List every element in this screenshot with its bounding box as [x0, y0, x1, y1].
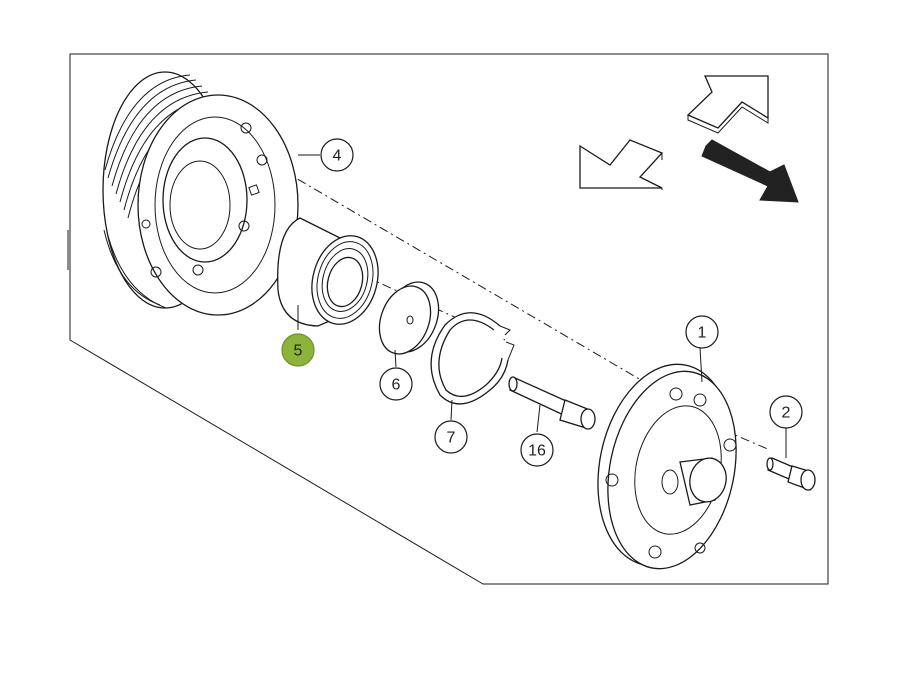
wheel-bearing — [277, 217, 379, 327]
arrow-down-right-icon — [701, 139, 799, 203]
callout-7[interactable]: 7 — [434, 420, 468, 454]
thrust-washer — [378, 281, 440, 355]
pulley — [102, 71, 299, 316]
callout-1[interactable]: 1 — [685, 315, 719, 349]
arrow-up-right-icon — [686, 75, 769, 129]
direction-arrows — [579, 75, 799, 203]
callout-6[interactable]: 6 — [379, 367, 413, 401]
callout-6-label: 6 — [392, 377, 401, 394]
hub-bolt — [766, 457, 816, 491]
retaining-circlip — [430, 312, 515, 405]
central-bolt — [508, 376, 596, 430]
callout-2[interactable]: 2 — [769, 395, 803, 429]
callout-5[interactable]: 5 — [281, 333, 315, 367]
arrow-left-icon — [579, 139, 664, 189]
callout-7-label: 7 — [447, 430, 456, 447]
callout-4-label: 4 — [333, 148, 342, 165]
diagram-frame — [69, 53, 829, 585]
callout-4[interactable]: 4 — [320, 138, 354, 172]
callout-1-label: 1 — [698, 325, 707, 342]
callout-2-label: 2 — [782, 405, 791, 422]
callout-16-label: 16 — [528, 443, 546, 460]
callout-5-label: 5 — [294, 343, 303, 360]
callout-16[interactable]: 16 — [520, 433, 554, 467]
drive-hub — [597, 363, 737, 570]
leader-lines — [297, 154, 787, 458]
